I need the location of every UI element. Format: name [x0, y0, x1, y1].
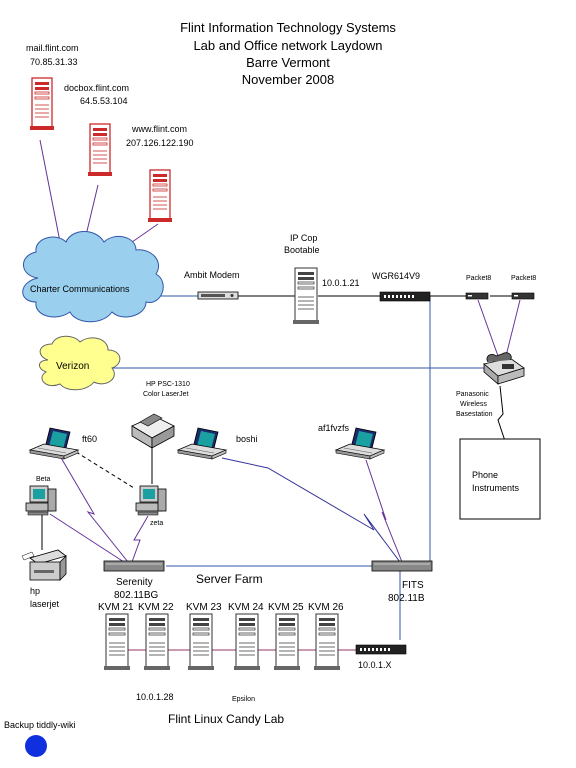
beta-label: Beta [36, 476, 51, 483]
fits-label-1: FITS [402, 580, 424, 591]
title-line-2: Lab and Office network Laydown [193, 38, 383, 53]
fits-label-2: 802.11B [388, 593, 425, 604]
kvm25-server-icon [273, 613, 301, 671]
router-icon [379, 291, 431, 302]
ipcop-label-2: Bootable [284, 245, 320, 255]
verizon-cloud-label: Verizon [56, 361, 90, 372]
link-mail [39, 139, 63, 253]
www-server-ip: 207.126.122.190 [126, 138, 194, 148]
connection-lines [39, 139, 521, 651]
lab-switch-ip: 10.0.1.X [358, 660, 392, 670]
packet8-2-icon [511, 292, 535, 300]
fits-access-point-icon [371, 560, 433, 572]
lab-ip-label: 10.0.1.28 [136, 692, 174, 702]
mail-server-ip: 70.85.31.33 [30, 57, 78, 67]
packet8-1-label: Packet8 [466, 275, 492, 282]
link-ft60-zeta [75, 451, 135, 489]
ft60-laptop-icon [29, 427, 79, 460]
lab-title: Flint Linux Candy Lab [168, 712, 285, 726]
link-af-fits [365, 459, 403, 563]
lab-switch-icon [355, 644, 407, 655]
kvm24-label: KVM 24 [228, 602, 264, 613]
verizon-cloud [39, 335, 121, 391]
ipcop-server-icon [292, 267, 320, 325]
zeta-label: zeta [150, 520, 164, 527]
serenity-label-1: Serenity [116, 577, 153, 588]
printer-label-2: Color LaserJet [143, 391, 189, 398]
kvm26-server-icon [313, 613, 341, 671]
link-beta-serenity [49, 513, 125, 563]
phone-base-icon [483, 352, 525, 385]
kvm21-label: KVM 21 [98, 602, 134, 613]
ft60-label: ft60 [82, 434, 98, 444]
title-line-4: November 2008 [241, 72, 335, 87]
docbox-server-icon [87, 123, 113, 177]
hp-laserjet-label-1: hp [30, 586, 41, 596]
kvm23-label: KVM 23 [186, 602, 222, 613]
kvm25-label: KVM 25 [268, 602, 304, 613]
af1fvzfs-label: af1fvzfs [318, 423, 350, 433]
serenity-label-2: 802.11BG [114, 590, 159, 601]
docbox-server-name: docbox.flint.com [64, 83, 130, 93]
kvm22-label: KVM 22 [138, 602, 174, 613]
link-ft60-serenity [59, 455, 129, 563]
kvm26-label: KVM 26 [308, 602, 344, 613]
packet8-1-icon [465, 292, 489, 300]
base-label-3: Basestation [456, 411, 493, 418]
serenity-access-point-icon [103, 560, 165, 572]
title-line-3: Barre Vermont [246, 55, 330, 70]
packet8-2-label: Packet8 [511, 275, 537, 282]
charter-cloud-label: Charter Communications [30, 284, 130, 294]
link-base-phones [497, 385, 507, 445]
link-boshi-fits [221, 457, 401, 563]
link-zeta-serenity [131, 515, 149, 563]
server-farm-title: Server Farm [196, 572, 263, 586]
mail-server-name: mail.flint.com [26, 43, 79, 53]
boshi-laptop-icon [177, 427, 227, 460]
phone-box-label-1: Phone [472, 470, 499, 480]
hp-laserjet-icon [21, 549, 67, 581]
docbox-server-ip: 64.5.53.104 [80, 96, 128, 106]
backup-label[interactable]: Backup tiddly-wiki [4, 720, 76, 730]
ipcop-label-1: IP Cop [290, 233, 318, 243]
charter-cloud [22, 231, 164, 323]
kvm24-server-icon [233, 613, 261, 671]
title-line-1: Flint Information Technology Systems [180, 20, 396, 35]
www-server-icon [147, 169, 173, 223]
www-server-name: www.flint.com [132, 124, 188, 134]
link-packet8-base-2 [505, 299, 521, 357]
phone-instruments-box [459, 438, 541, 520]
ambit-modem-icon [197, 291, 239, 300]
boshi-label: boshi [236, 434, 258, 444]
zeta-desktop-icon [135, 485, 167, 516]
epsilon-label: Epsilon [232, 696, 255, 703]
base-label-2: Wireless [460, 401, 487, 408]
kvm21-server-icon [103, 613, 131, 671]
printer-label-1: HP PSC-1310 [146, 381, 190, 388]
beta-desktop-icon [25, 485, 57, 516]
router-label: WGR614V9 [372, 271, 421, 281]
kvm22-server-icon [143, 613, 171, 671]
backup-tiddly-wiki-icon[interactable] [25, 735, 47, 757]
ipcop-ip: 10.0.1.21 [322, 278, 360, 288]
base-label-1: Panasonic [456, 391, 489, 398]
hp-psc-printer-icon [131, 413, 175, 449]
kvm23-server-icon [187, 613, 215, 671]
phone-box-label-2: Instruments [472, 483, 520, 493]
link-packet8-base-1 [477, 299, 499, 357]
hp-laserjet-label-2: laserjet [30, 599, 60, 609]
modem-label: Ambit Modem [184, 270, 240, 280]
